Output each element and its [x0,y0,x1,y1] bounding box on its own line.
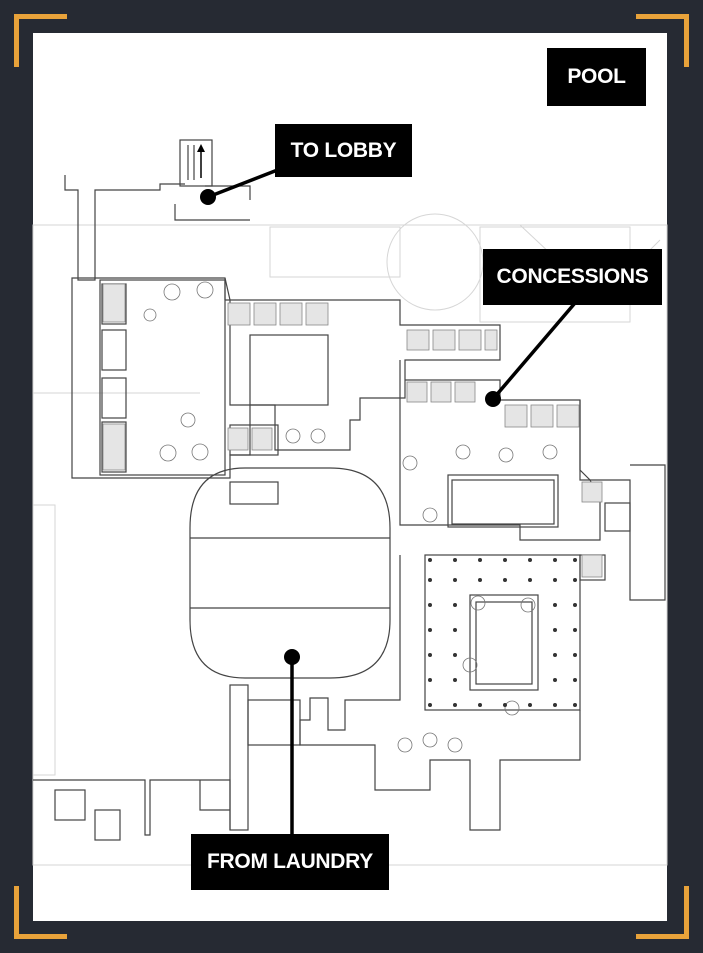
corner-bracket-icon [636,14,689,67]
lobby-location-dot-icon [200,189,216,205]
stair-arrow-icon [197,144,205,178]
pool-label: POOL [547,48,646,106]
corner-bracket-icon [14,886,67,939]
from-laundry-label: FROM LAUNDRY [191,834,389,890]
laundry-location-dot-icon [284,649,300,665]
concessions-label: CONCESSIONS [483,249,662,305]
concessions-location-dot-icon [485,391,501,407]
map-panel [33,33,667,921]
to-lobby-label: TO LOBBY [275,124,412,177]
corner-bracket-icon [14,14,67,67]
leader-lines [207,167,577,836]
corner-bracket-icon [636,886,689,939]
